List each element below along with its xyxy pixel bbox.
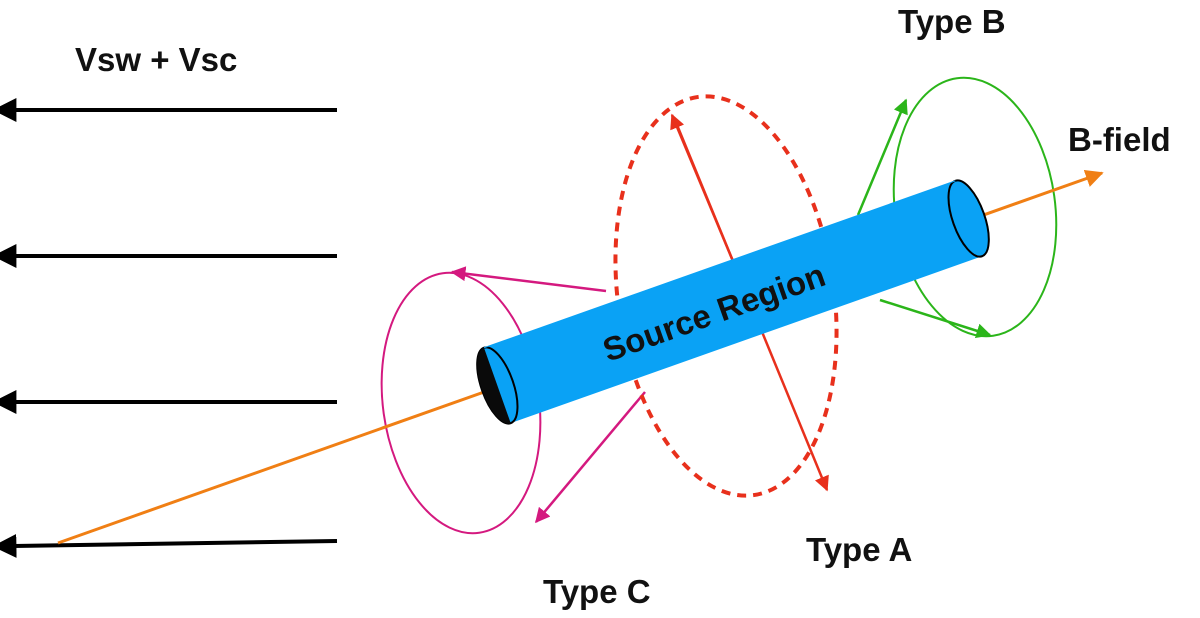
tube-end-left-shade xyxy=(477,347,511,424)
source-region-tube xyxy=(476,179,990,425)
type-c-arrow-upper xyxy=(450,266,607,293)
b-field-label: B-field xyxy=(1068,121,1171,158)
type-c-arrow-lower xyxy=(535,391,646,524)
tube-body xyxy=(483,180,983,424)
flow-arrows xyxy=(0,98,338,558)
tube-top-edge xyxy=(483,180,956,349)
flow-arrow xyxy=(0,533,338,558)
type-b-label: Type B xyxy=(898,3,1006,40)
type-a-label: Type A xyxy=(806,531,912,568)
type-b-arrow-upper xyxy=(856,98,908,216)
type-a-arrow-back xyxy=(670,113,742,279)
type-b-arrow-lower xyxy=(879,298,992,339)
velocity-label: Vsw + Vsc xyxy=(75,41,237,78)
type-c-label: Type C xyxy=(543,573,651,610)
